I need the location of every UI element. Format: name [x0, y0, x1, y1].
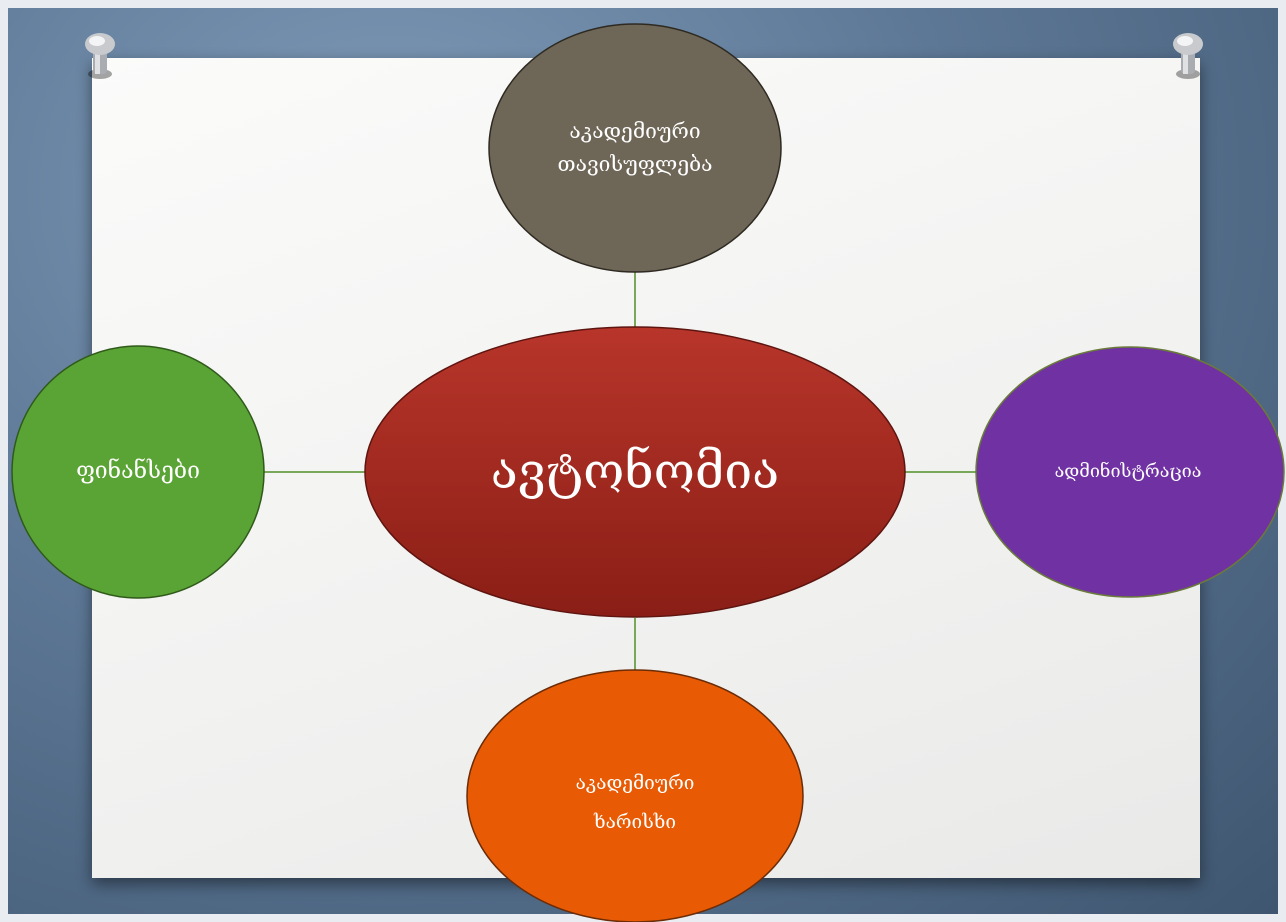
node-left-shape [11, 345, 265, 599]
node-center-label: ავტონომია [490, 442, 780, 501]
node-bottom-shape [466, 669, 804, 922]
pushpin-icon [85, 33, 115, 79]
node-bottom-label: აკადემიური ხარისხი [510, 758, 760, 848]
node-top-label: აკადემიური თავისუფლება [500, 100, 770, 196]
pushpin-icon [1173, 33, 1203, 79]
node-bottom-line2: ხარისხი [594, 811, 676, 833]
node-right-label: ადმინისტრაცია [1054, 461, 1202, 483]
node-right-shape [975, 346, 1285, 598]
node-top-shape [488, 23, 782, 273]
node-bottom-line1: აკადემიური [575, 771, 695, 794]
node-top-line2: თავისუფლება [557, 152, 713, 176]
connector-lines [264, 272, 976, 672]
node-left-label: ფინანსები [76, 458, 200, 485]
node-top-line1: აკადემიური [569, 119, 701, 144]
node-center-shape [364, 326, 906, 618]
